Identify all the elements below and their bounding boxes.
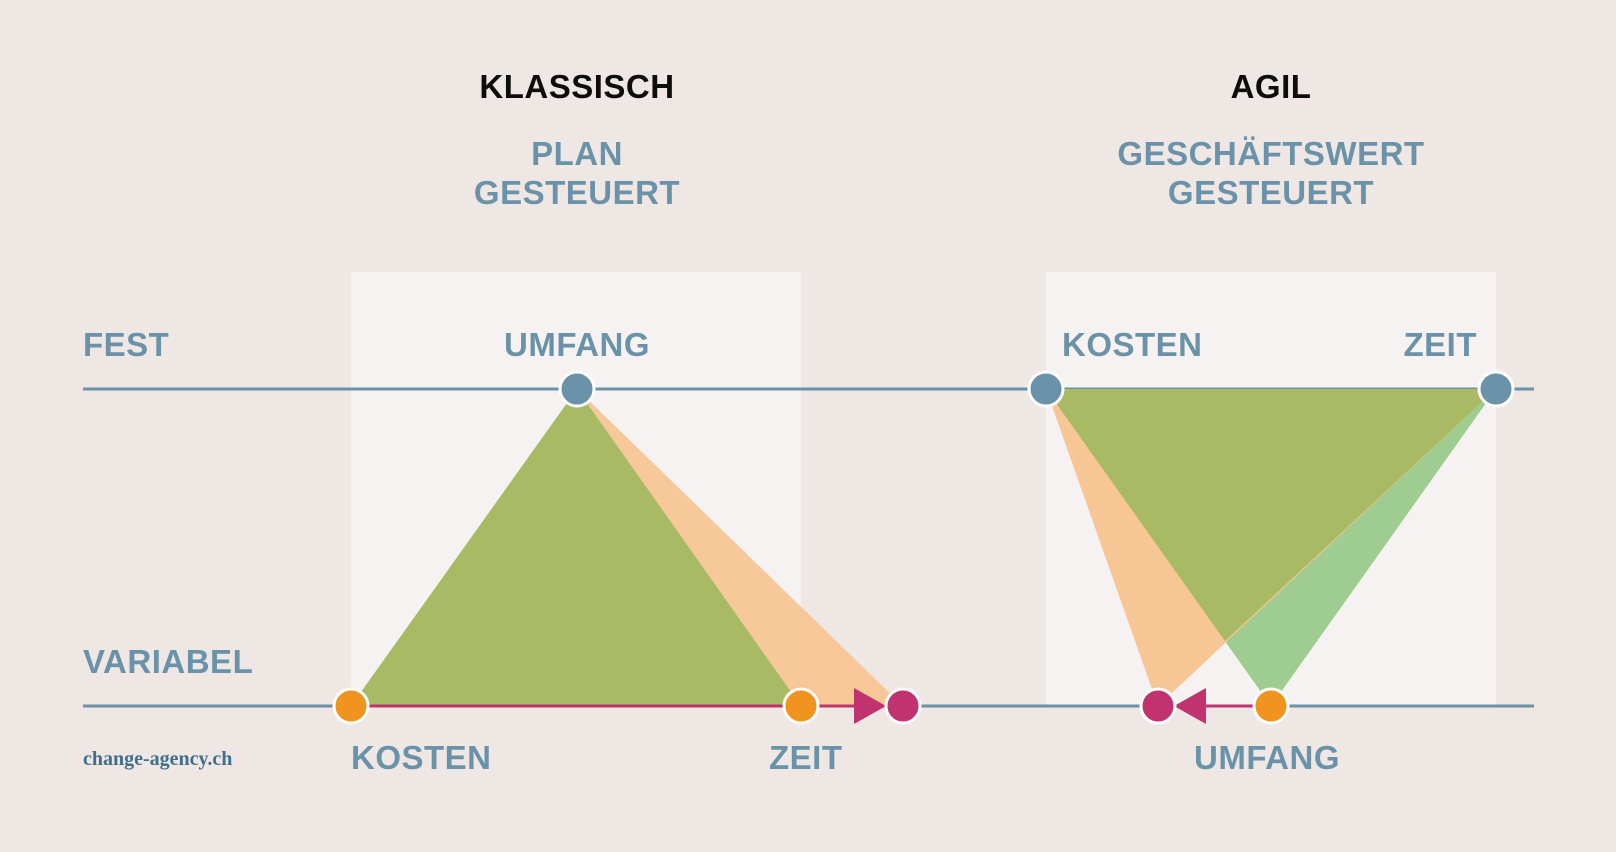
classic-kosten-node [332,687,370,725]
brand-text: change-agency.ch [83,748,233,770]
classic-kosten-label: KOSTEN [351,739,492,776]
classic-title: KLASSISCH [479,68,675,105]
classic-arrow-icon [854,688,886,724]
classic-zeit-label: ZEIT [769,739,843,776]
agile-title: AGIL [1230,68,1312,105]
classic-zeit-node [782,687,820,725]
classic-subtitle-line-1: PLAN [531,135,623,172]
classic-umfang-node [558,370,596,408]
classic-subtitle: PLAN GESTEUERT [474,134,680,212]
agile-arrow-icon [1174,688,1206,724]
fest-label: FEST [83,326,170,363]
classic-subtitle-line-2: GESTEUERT [473,174,681,211]
classic-shifted-node [884,687,922,725]
agile-umfang-label: UMFANG [1194,739,1340,776]
agile-subtitle-line-1: GESCHÄFTSWERT [1117,135,1425,172]
agile-triangle [1046,389,1496,641]
agile-subtitle-line-2: GESTEUERT [1167,174,1375,211]
classic-umfang-label: UMFANG [504,326,650,363]
classic-shifted-triangle [577,389,903,706]
variabel-label: VARIABEL [83,643,254,680]
agile-zeit-label: ZEIT [1403,326,1477,363]
agile-subtitle: GESCHÄFTSWERT GESTEUERT [1117,134,1424,212]
agile-shifted-node [1139,687,1177,725]
agile-kosten-label: KOSTEN [1062,326,1203,363]
agile-umfang-node [1252,687,1290,725]
classic-triangle [351,389,801,706]
agile-kosten-node [1027,370,1065,408]
agile-zeit-node [1477,370,1515,408]
